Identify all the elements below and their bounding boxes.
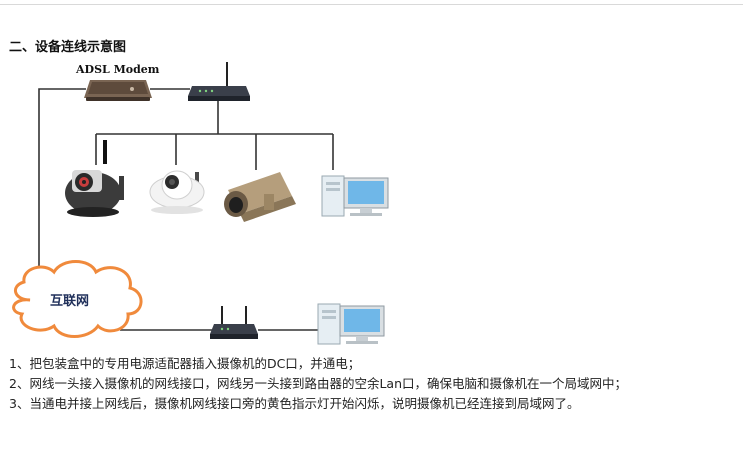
computer-icon [317,303,385,345]
computer-icon [321,175,389,217]
step-item: 1、把包装盒中的专用电源适配器插入摄像机的DC口，并通电； [9,356,361,371]
connection-diagram: ADSL Modem [12,62,389,345]
dome-camera-icon [149,170,205,214]
connection-lines [38,88,334,331]
cloud-icon: 互联网 [12,260,143,338]
modem-icon [84,80,152,101]
instruction-steps: 1、把包装盒中的专用电源适配器插入摄像机的DC口，并通电； 2、网线一头接入摄像… [9,354,739,414]
adsl-modem: ADSL Modem [75,63,160,101]
router-icon [210,306,258,339]
modem-cloud-line [38,88,86,290]
ptz-camera-icon [65,140,124,217]
step-item: 3、当通电并接上网线后，摄像机网线接口旁的黄色指示灯开始闪烁，说明摄像机已经连接… [9,396,580,411]
step-item: 2、网线一头接入摄像机的网线接口，网线另一头接到路由器的空余Lan口，确保电脑和… [9,376,628,391]
cloud-label: 互联网 [50,294,89,309]
section-heading: 二、设备连线示意图 [9,40,127,55]
top-divider [0,4,743,5]
bullet-camera-icon [224,172,296,222]
router-icon [188,62,250,101]
modem-label: ADSL Modem [75,63,160,76]
